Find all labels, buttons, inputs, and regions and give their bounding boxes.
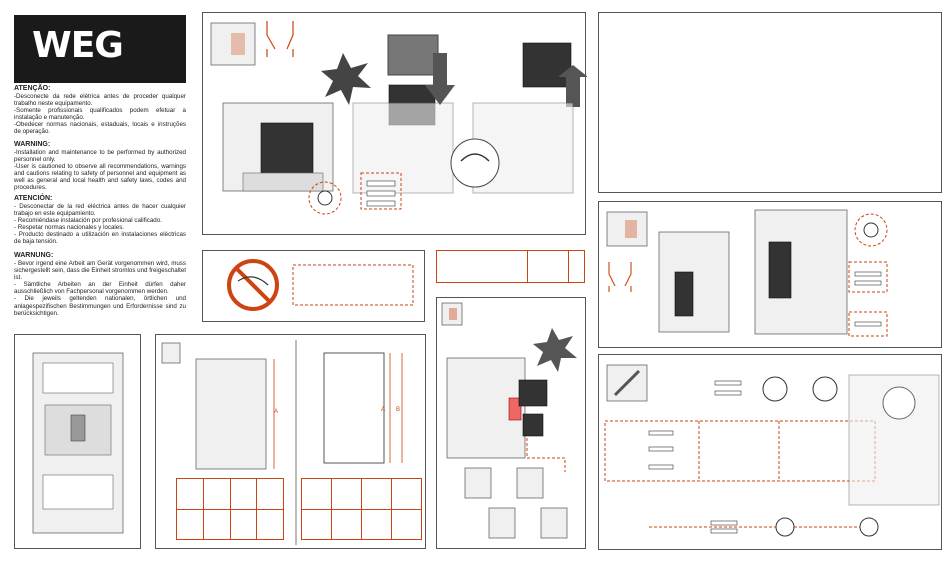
starter-variant [464,467,492,499]
warning-line: - Respetar normas nacionales y locales. [14,224,125,232]
starter-product-illustration [32,352,124,534]
arrow-up-icon [558,65,588,107]
prohibited-icon [227,259,279,311]
warning-line: - Producto destinado a utilización en in… [14,231,186,246]
highlight-contact [508,397,522,421]
warning-line: - Sämtliche Arbeiten an der Einheit dürf… [14,281,186,296]
screw-icon [859,517,879,537]
side-contact-block [674,271,694,317]
reference-table [436,250,585,283]
warning-title: ATENCIÓN: [14,195,53,202]
contact-symbol-icon [266,21,294,57]
dimension-illustration: A B A [161,340,403,545]
warning-title: WARNUNG: [14,252,54,259]
wire-detail-box [848,261,888,293]
wire-detail-box [360,172,402,210]
wire-spec-grid [604,420,876,482]
dimension-label-a: A [274,409,278,415]
warning-line: -Desconecte da rede elétrica antes de pr… [14,93,186,108]
warning-line: - Die jeweils geltenden nationalen, örtl… [14,295,186,317]
assembly-illustration [210,21,588,215]
dimension-table [301,478,422,540]
starter-perspective [195,358,267,470]
auxiliary-contact-block [522,413,544,437]
prohibited-tool-illustration [227,259,414,311]
starter-variant [488,507,516,539]
auxiliary-contact-block-gray [387,34,439,76]
auxiliary-contact-block [522,42,572,88]
warning-line: -User is cautioned to observe all recomm… [14,163,186,192]
warning-section-en: WARNING: -Installation and maintenance t… [14,141,186,192]
screw-icon [775,517,795,537]
auxiliary-contact-block [518,379,548,407]
warning-line: -Obedecer normas nacionais, estaduais, l… [14,121,186,136]
warning-section-pt: ATENÇÃO: -Desconecte da rede elétrica an… [14,85,186,136]
warning-line: - Recomiéndase instalación por profesion… [14,217,162,225]
contact-block-icon [210,22,256,66]
dimensions-panel: A B A [155,334,426,549]
contact-highlight [231,33,245,55]
mounting-outline [323,352,385,464]
contact-symbol-icon [608,262,632,292]
weg-logo: WEG [14,15,186,83]
side-mounting-illustration [606,209,888,337]
blank-panel [598,12,942,193]
screw-detail-circle [308,181,342,215]
contact-block-icon [161,342,181,364]
product-panel [14,334,141,549]
terminal-ring-icon [812,376,838,402]
logo-text: WEG [32,25,124,66]
warning-line: - Bevor irgend eine Arbeit am Gerät vorg… [14,260,186,282]
arrow-down-icon [425,53,455,105]
dimension-label-b: B [396,407,400,413]
terminal-ring-icon [762,376,788,402]
warning-title: ATENÇÃO: [14,85,51,92]
dimension-table [176,478,284,540]
wiring-illustration [441,302,577,539]
warning-title: WARNING: [14,141,51,148]
warning-burst-icon [533,328,577,372]
contact-block-icon [606,211,648,247]
side-contact-block [768,241,792,299]
contact-block-icon [441,302,463,326]
starter-variant [516,467,544,499]
dimension-label-a: A [381,407,385,413]
motor-starter-illustration [658,231,730,333]
terminal-illustration [604,364,940,537]
warning-section-de: WARNUNG: - Bevor irgend eine Arbeit am G… [14,252,186,317]
wiring-panel [436,297,586,549]
warning-line: - Desconectar de la red eléctrica antes … [14,203,186,218]
starter-variant [540,507,568,539]
warning-section-es: ATENCIÓN: - Desconectar de la red eléctr… [14,195,186,246]
wire-detail-box [848,311,888,337]
warning-line: -Somente profissionais qualificados pode… [14,107,186,122]
warning-line: -Installation and maintenance to be perf… [14,149,186,164]
terminal-panel [598,354,942,550]
auxiliary-contact-block [260,122,314,174]
side-mounting-panel [598,201,942,348]
screw-detail-circle [854,213,888,247]
zoom-detail-circle [450,138,500,188]
rotary-knob [70,414,86,442]
note-box [292,264,414,306]
assembly-panel [202,12,588,235]
warning-burst-icon [321,53,371,105]
no-tool-panel [202,250,425,322]
